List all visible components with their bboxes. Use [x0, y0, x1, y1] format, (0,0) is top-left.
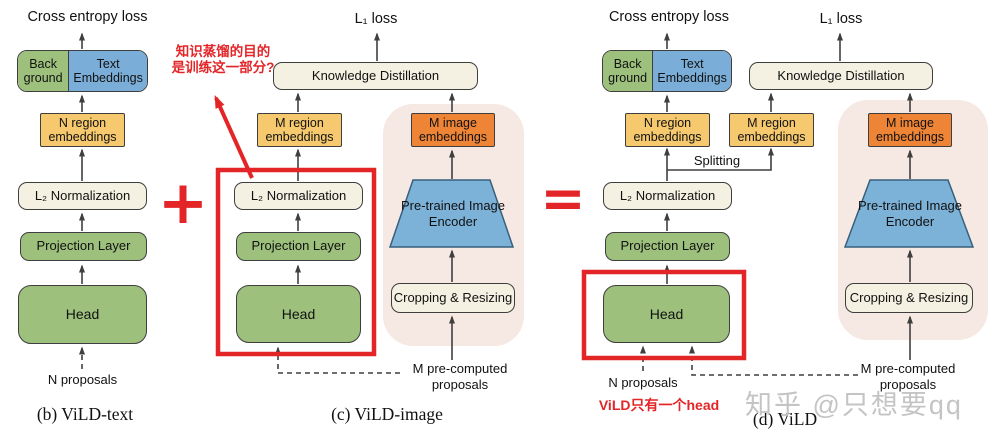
plus-operator: + [157, 168, 209, 238]
distill-note: 知识蒸馏的目的 是训练这一部分? [163, 44, 283, 76]
d-image-encoder-label: Pre-trained Image Encoder [857, 198, 963, 230]
b-background-cell: Back ground [18, 51, 69, 91]
equals-operator: = [540, 167, 586, 230]
d-background-cell: Back ground [603, 51, 653, 91]
b-text-embeddings-cell: Text Embeddings [68, 51, 147, 91]
d-l1-loss-label: L₁ loss [819, 11, 863, 27]
d-cross-entropy-loss-label: Cross entropy loss [608, 9, 730, 25]
d-n-region-embeddings-box: N region embeddings [625, 113, 710, 147]
c-image-embeddings-box: M image embeddings [411, 113, 495, 147]
c-knowledge-distillation-box: Knowledge Distillation [273, 62, 478, 90]
d-m-proposals-label: M pre-computed proposals [860, 361, 956, 392]
b-caption: (b) ViLD-text [36, 404, 134, 424]
d-m-region-embeddings-box: M region embeddings [729, 113, 814, 147]
c-projection-layer-box: Projection Layer [236, 232, 361, 261]
red-highlight-box-d [581, 269, 747, 361]
b-cross-entropy-loss-label: Cross entropy loss [27, 9, 148, 25]
c-l1-loss-label: L₁ loss [354, 11, 398, 27]
distill-note-line2: 是训练这一部分? [171, 60, 275, 75]
b-head-box: Head [18, 285, 147, 344]
d-head-box: Head [603, 285, 730, 343]
zhihu-watermark: 知乎 @只想要qq [745, 390, 963, 420]
red-highlight-box-c [215, 167, 377, 357]
image-encoder-trapezoid-c [388, 179, 515, 248]
red-annotation-arrow [214, 95, 254, 179]
d-classifier-box: Back ground Text Embeddings [602, 50, 732, 92]
c-cropping-resizing-box: Cropping & Resizing [391, 283, 515, 313]
d-l2-normalization-box: L₂ Normalization [603, 182, 732, 210]
b-proposals-label: N proposals [47, 372, 118, 387]
c-proposals-label: M pre-computed proposals [412, 361, 508, 392]
c-image-encoder-label: Pre-trained Image Encoder [400, 198, 506, 230]
d-image-embeddings-box: M image embeddings [868, 113, 952, 147]
b-region-embeddings-box: N region embeddings [40, 113, 125, 147]
distill-note-line1: 知识蒸馏的目的 [175, 44, 271, 59]
d-n-proposals-label: N proposals [608, 375, 678, 390]
image-encoder-trapezoid-d [843, 179, 975, 248]
b-l2-normalization-box: L₂ Normalization [18, 182, 147, 210]
c-region-embeddings-box: M region embeddings [257, 113, 342, 147]
d-knowledge-distillation-box: Knowledge Distillation [749, 62, 933, 90]
d-cropping-resizing-box: Cropping & Resizing [845, 283, 973, 313]
d-text-embeddings-cell: Text Embeddings [652, 51, 731, 91]
b-classifier-box: Back ground Text Embeddings [17, 50, 148, 92]
d-caption: (d) ViLD [752, 409, 818, 429]
b-projection-layer-box: Projection Layer [20, 232, 147, 261]
d-splitting-label: Splitting [693, 153, 741, 168]
c-head-box: Head [236, 285, 361, 343]
c-l2-normalization-box: L₂ Normalization [234, 182, 363, 210]
head-note: ViLD只有一个head [598, 397, 720, 413]
c-caption: (c) ViLD-image [331, 404, 443, 424]
d-projection-layer-box: Projection Layer [605, 232, 730, 261]
